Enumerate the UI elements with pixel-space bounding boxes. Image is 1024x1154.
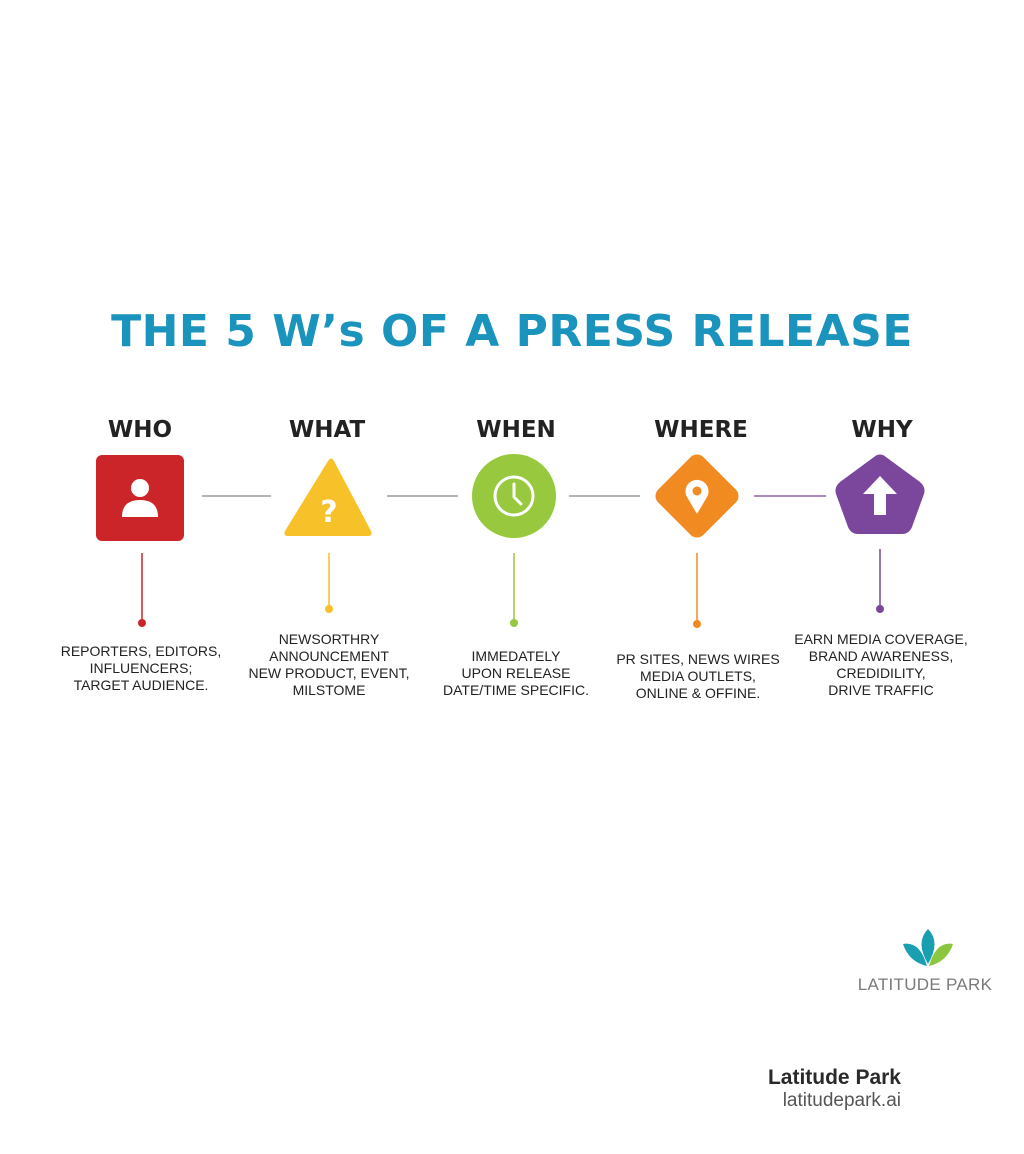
description-line: UPON RELEASE <box>461 665 571 681</box>
description-line: DATE/TIME SPECIFIC. <box>443 682 589 698</box>
who-description: REPORTERS, EDITORS, INFLUENCERS; TARGET … <box>41 643 241 694</box>
when-dot <box>510 619 518 627</box>
what-dot <box>325 605 333 613</box>
what-shape <box>284 458 372 536</box>
diagram-title: THE 5 W’s OF A PRESS RELEASE <box>111 306 913 357</box>
logo-label: LATITUDE PARK <box>857 975 993 994</box>
leaf-logo-icon <box>903 929 953 966</box>
why-description: EARN MEDIA COVERAGE, BRAND AWARENESS, CR… <box>781 631 981 699</box>
description-line: TARGET AUDIENCE. <box>73 677 209 693</box>
when-heading: WHEN <box>476 417 556 443</box>
description-line: CREDIDILITY, <box>836 665 926 681</box>
description-line: MILSTOME <box>292 682 366 698</box>
why-heading: WHY <box>851 417 913 443</box>
brand-name: Latitude Park <box>767 1066 901 1089</box>
where-heading: WHERE <box>654 417 748 443</box>
description-line: INFLUENCERS; <box>89 660 193 676</box>
location-pin-icon <box>685 479 709 514</box>
who-node <box>96 455 184 627</box>
description-line: ANNOUNCEMENT <box>269 648 389 664</box>
description-line: DRIVE TRAFFIC <box>828 682 934 698</box>
when-node <box>472 454 556 627</box>
why-node <box>835 454 925 613</box>
description-line: EARN MEDIA COVERAGE, <box>794 631 968 647</box>
who-heading: WHO <box>107 417 173 443</box>
when-description: IMMEDATELY UPON RELEASE DATE/TIME SPECIF… <box>416 648 616 699</box>
why-dot <box>876 605 884 613</box>
where-dot <box>693 620 701 628</box>
where-description: PR SITES, NEWS WIRES MEDIA OUTLETS, ONLI… <box>598 651 798 702</box>
description-line: REPORTERS, EDITORS, <box>60 643 222 659</box>
description-line: ONLINE & OFFINE. <box>635 685 761 701</box>
description-line: MEDIA OUTLETS, <box>640 668 756 684</box>
who-dot <box>138 619 146 627</box>
up-arrow-icon <box>863 476 897 515</box>
description-line: PR SITES, NEWS WIRES <box>616 651 780 667</box>
what-description: NEWSORTHRY ANNOUNCEMENT NEW PRODUCT, EVE… <box>229 631 429 699</box>
brand-url: latitudepark.ai <box>782 1090 901 1111</box>
where-node <box>655 454 739 628</box>
what-node: ? <box>284 458 372 613</box>
description-line: BRAND AWARENESS, <box>808 648 954 664</box>
what-heading: WHAT <box>288 417 366 443</box>
clock-icon <box>493 475 535 517</box>
who-shape <box>96 455 184 541</box>
question-mark-icon: ? <box>320 495 337 530</box>
description-line: NEW PRODUCT, EVENT, <box>248 665 410 681</box>
person-icon <box>122 479 158 517</box>
description-line: IMMEDATELY <box>471 648 561 664</box>
description-line: NEWSORTHRY <box>278 631 380 647</box>
